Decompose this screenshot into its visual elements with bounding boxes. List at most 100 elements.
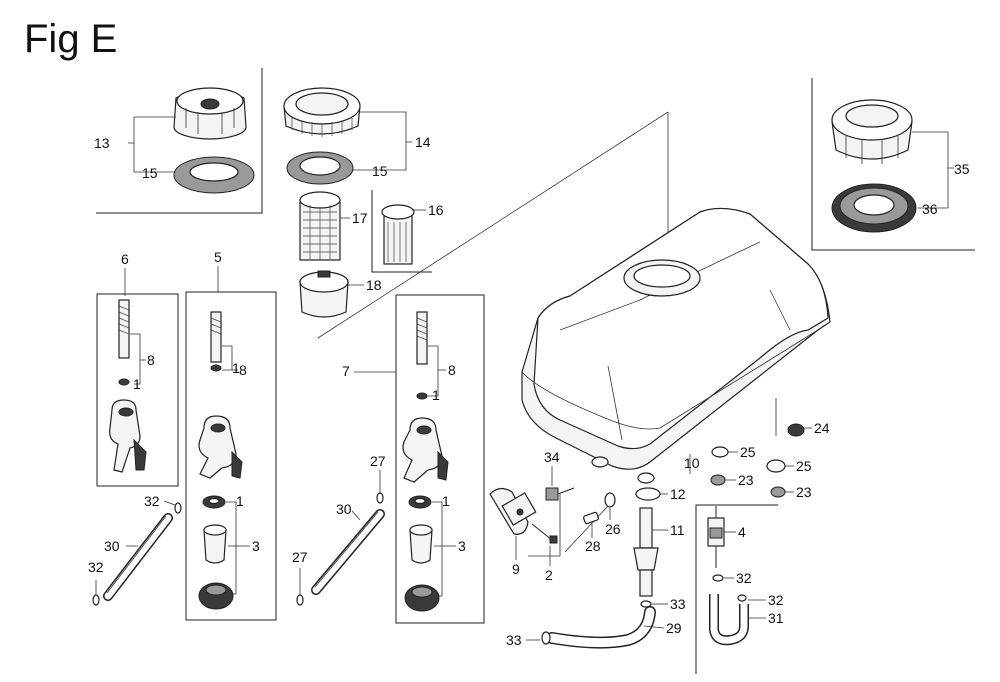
callout-1-right-lower: 1	[442, 493, 450, 509]
callout-7: 7	[342, 363, 350, 379]
callout-lines-lower-center	[526, 493, 668, 641]
fuel-cap-14	[283, 87, 361, 137]
callout-15-left: 15	[142, 165, 158, 181]
callout-lines-hardware	[725, 427, 812, 493]
callout-17: 17	[352, 210, 368, 226]
callout-lines-35	[912, 131, 954, 209]
screw-28	[583, 511, 599, 525]
frame-filter	[695, 504, 778, 674]
callout-23-a: 23	[738, 472, 754, 488]
leader-screw	[564, 505, 609, 553]
holder-18	[299, 270, 349, 318]
frame-strainer	[371, 190, 432, 273]
callout-33-b: 33	[506, 632, 522, 648]
fitting-11	[633, 507, 659, 597]
frame-valve-6	[96, 293, 179, 487]
callout-3-mid: 3	[252, 538, 260, 554]
valve-assembly-5	[198, 311, 243, 610]
frame-valve-7	[395, 294, 485, 624]
callout-9: 9	[512, 561, 520, 577]
callout-5: 5	[214, 249, 222, 265]
callout-8-left: 8	[147, 352, 155, 368]
callout-18: 18	[366, 277, 382, 293]
callout-34: 34	[544, 449, 560, 465]
tank-fittings	[591, 456, 655, 484]
tube-31	[709, 594, 749, 646]
callout-8-right: 8	[448, 362, 456, 378]
bolt-34	[545, 487, 575, 501]
washer-12	[635, 487, 661, 501]
frame-valve-5	[185, 291, 277, 621]
callout-36: 36	[922, 201, 938, 217]
callout-27-b: 27	[292, 549, 308, 565]
strainer-16	[381, 204, 415, 265]
washer-26	[604, 492, 616, 508]
nut-23b	[770, 486, 786, 498]
hose-29	[546, 606, 656, 649]
callout-10: 10	[684, 455, 700, 471]
callout-30-right: 30	[336, 501, 352, 517]
callout-lines-6	[124, 268, 146, 385]
callout-14: 14	[415, 134, 431, 150]
callout-32-d: 32	[768, 592, 784, 608]
callout-1-mid-upper: 1	[232, 360, 240, 376]
callout-13: 13	[94, 135, 110, 151]
washer-24	[787, 423, 805, 437]
callout-15-center: 15	[372, 163, 388, 179]
callout-1-mid-lower: 1	[236, 493, 244, 509]
fuel-filter-4	[707, 506, 725, 568]
clip-33-lower	[541, 631, 551, 645]
valve-assembly-7	[402, 311, 449, 612]
gasket-15-center	[286, 151, 354, 185]
callout-32-b: 32	[88, 559, 104, 575]
washer-25a	[711, 446, 729, 458]
callout-29: 29	[666, 620, 682, 636]
gasket-36	[831, 183, 917, 233]
clip-33-upper	[640, 600, 652, 608]
valve-assembly-6	[109, 299, 147, 473]
callout-labels: 13 15 14 15 17 16 18 35 36 6 8 1 5 8 1 1…	[88, 134, 970, 648]
callout-lines-14	[352, 111, 412, 171]
tube-clips	[92, 492, 384, 606]
callout-25-a: 25	[740, 444, 756, 460]
clip-32-tube	[737, 594, 747, 602]
callout-1-left: 1	[133, 376, 141, 392]
callout-lines-tubes	[95, 470, 381, 595]
fuel-tube-30-left	[103, 513, 173, 601]
fuel-cap-13	[173, 87, 247, 140]
callout-33-a: 33	[670, 596, 686, 612]
frame-top-right	[811, 78, 975, 251]
callout-6: 6	[121, 251, 129, 267]
strainer-17	[299, 191, 341, 261]
callout-24: 24	[814, 420, 830, 436]
washer-25b	[766, 459, 786, 473]
callout-28: 28	[585, 538, 601, 554]
callout-31: 31	[768, 610, 784, 626]
callout-32-a: 32	[144, 493, 160, 509]
fuel-cap-35	[831, 99, 913, 164]
leader-diagonal	[317, 111, 669, 339]
fuel-tube-30-right	[311, 509, 385, 595]
clip-32-filter	[712, 574, 724, 582]
figure-title: Fig E	[24, 17, 117, 61]
knob-9	[489, 487, 537, 535]
callout-32-c: 32	[736, 570, 752, 586]
frame-top-left	[96, 68, 263, 214]
callout-3-right: 3	[458, 538, 466, 554]
callout-12: 12	[670, 486, 686, 502]
callout-4: 4	[738, 524, 746, 540]
leader-34	[528, 494, 561, 557]
callout-lines-filter	[724, 531, 766, 619]
callout-27-a: 27	[370, 453, 386, 469]
callout-23-b: 23	[796, 484, 812, 500]
callout-26: 26	[605, 521, 621, 537]
nut-23a	[710, 474, 726, 486]
callout-16: 16	[428, 202, 444, 218]
callout-25-b: 25	[796, 458, 812, 474]
callout-lines-7	[354, 345, 456, 597]
callout-lines-5	[217, 266, 250, 595]
callout-11: 11	[670, 522, 685, 538]
callout-1-right-upper: 1	[432, 387, 440, 403]
gasket-15-left	[173, 156, 255, 194]
